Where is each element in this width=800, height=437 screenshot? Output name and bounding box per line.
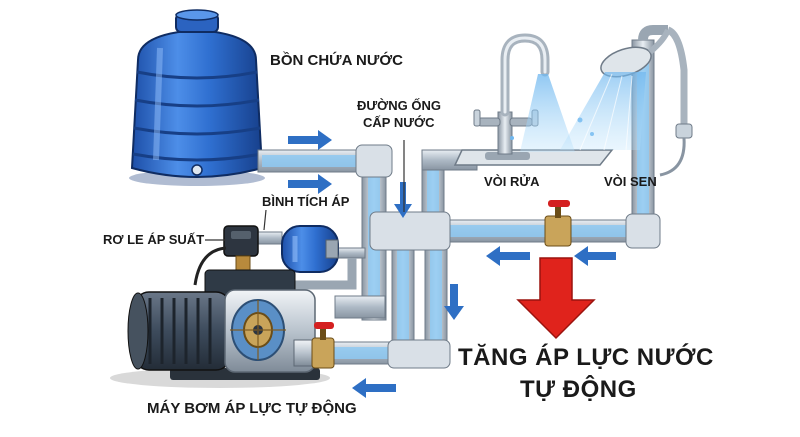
- water-tank-icon: [129, 9, 265, 186]
- headline-line2: TỰ ĐỘNG: [520, 376, 637, 403]
- pressure-tank-label: BÌNH TÍCH ÁP: [262, 194, 350, 209]
- valve-icon: [311, 200, 572, 369]
- sink-tap-label: VÒI RỬA: [484, 174, 540, 189]
- headline-arrow-icon: [516, 257, 596, 340]
- shower-label: VÒI SEN: [604, 174, 657, 189]
- tank-label: BỒN CHỨA NƯỚC: [270, 52, 403, 69]
- pressure-switch-label: RƠ LE ÁP SUẤT: [103, 232, 205, 247]
- pump-label: MÁY BƠM ÁP LỰC TỰ ĐỘNG: [147, 400, 357, 417]
- pressure-switch-icon: [193, 225, 259, 286]
- shower-head-icon: [560, 26, 693, 177]
- flow-arrow-icon: [288, 130, 616, 398]
- headline-line1: TĂNG ÁP LỰC NƯỚC: [458, 344, 714, 371]
- faucet-icon: [453, 33, 614, 166]
- leader-lines: [205, 140, 405, 241]
- pipe-label-line2: CẤP NƯỚC: [363, 115, 435, 130]
- pump-icon: [110, 269, 330, 388]
- pipe-label-line1: ĐƯỜNG ỐNG: [357, 98, 441, 113]
- pressure-tank-icon: [281, 225, 339, 273]
